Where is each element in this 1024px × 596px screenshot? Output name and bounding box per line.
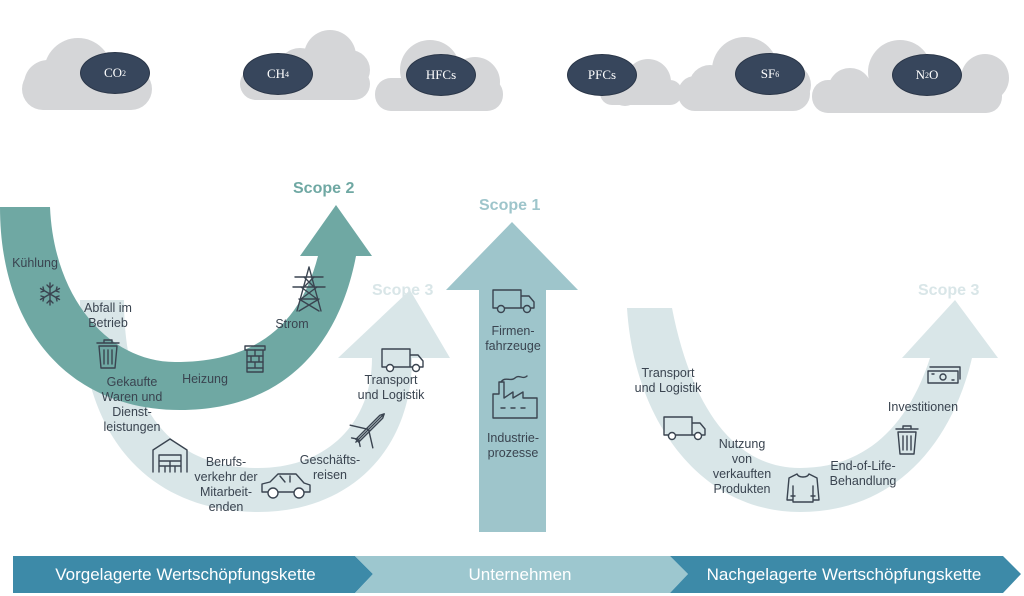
shirt-icon bbox=[786, 473, 820, 503]
scope2-title: Scope 2 bbox=[293, 180, 355, 197]
money-icon bbox=[927, 366, 961, 384]
band-company bbox=[355, 556, 688, 593]
band-company-label: Unternehmen bbox=[468, 564, 572, 584]
band-downstream-label: Nachgelagerte Wertschöpfungskette bbox=[706, 564, 982, 584]
car-icon bbox=[261, 473, 311, 499]
airplane-icon bbox=[349, 413, 385, 449]
snowflake-icon bbox=[39, 282, 61, 306]
label-nutzung: Nutzung von verkauften Produkten bbox=[712, 437, 772, 496]
gas-pfcs: PFCs bbox=[567, 54, 637, 96]
clouds bbox=[22, 30, 1009, 113]
scope1-arrow bbox=[446, 222, 578, 532]
label-geschaeftsreisen: Geschäfts- reisen bbox=[299, 453, 361, 482]
factory-icon bbox=[492, 375, 538, 419]
scope1-title: Scope 1 bbox=[479, 197, 541, 214]
label-kuehlung: Kühlung bbox=[12, 256, 58, 270]
label-abfall: Abfall im Betrieb bbox=[84, 301, 132, 330]
label-industrieprozesse: Industrie- prozesse bbox=[486, 431, 540, 460]
label-heizung: Heizung bbox=[182, 372, 228, 386]
label-berufsverkehr: Berufs- verkehr der Mitarbeit- enden bbox=[194, 455, 258, 514]
power-tower-icon bbox=[292, 266, 326, 312]
scope3-right-arrow bbox=[627, 300, 998, 512]
truck-icon bbox=[492, 289, 535, 314]
chimney-icon bbox=[244, 345, 266, 373]
warehouse-icon bbox=[152, 438, 188, 473]
label-investitionen: Investitionen bbox=[887, 400, 959, 414]
band-upstream bbox=[13, 556, 373, 593]
label-endoflife: End-of-Life- Behandlung bbox=[829, 459, 897, 488]
trash-icon bbox=[895, 425, 919, 455]
band-upstream-label: Vorgelagerte Wertschöpfungskette bbox=[55, 564, 316, 584]
value-chain-bands bbox=[13, 556, 1021, 593]
label-gekaufte: Gekaufte Waren und Dienst- leistungen bbox=[101, 375, 163, 434]
trash-icon bbox=[96, 339, 120, 369]
gas-hfcs: HFCs bbox=[406, 54, 476, 96]
label-strom: Strom bbox=[275, 317, 309, 331]
label-transport-right: Transport und Logistik bbox=[634, 366, 702, 395]
scope3-left-title: Scope 3 bbox=[372, 282, 434, 299]
band-downstream bbox=[670, 556, 1021, 593]
scope2-arrow bbox=[0, 205, 372, 410]
label-firmenfahrzeuge: Firmen- fahrzeuge bbox=[485, 324, 541, 353]
truck-icon bbox=[381, 348, 424, 373]
label-transport-left: Transport und Logistik bbox=[357, 373, 425, 402]
truck-icon bbox=[663, 416, 706, 441]
scope3-left-arrow bbox=[80, 290, 450, 512]
scope3-right-title: Scope 3 bbox=[918, 282, 980, 299]
